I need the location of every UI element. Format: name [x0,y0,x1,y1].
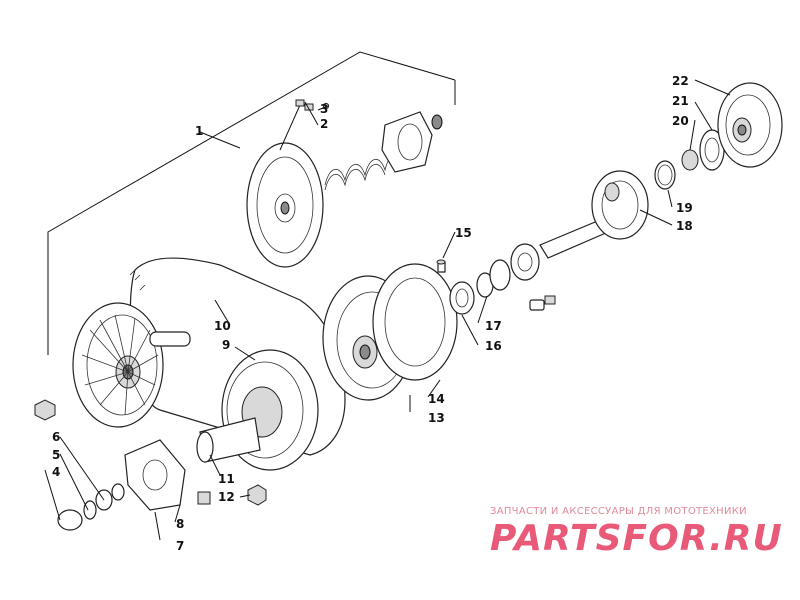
bolt [436,259,446,273]
label-15: 15 [455,226,472,240]
bolt-small [529,295,556,311]
label-22: 22 [672,74,689,88]
label-21: 21 [672,94,689,108]
driven-sheave [72,302,191,428]
leader-lines [44,79,731,541]
label-6: 6 [52,430,60,444]
label-11: 11 [218,472,235,486]
label-3: 3 [320,102,328,116]
watermark-logo: PARTSFOR.RU [490,518,783,559]
clutch-drum [717,82,783,168]
label-4: 4 [52,465,60,479]
secondary-clutch [322,263,458,401]
label-7: 7 [176,539,184,553]
label-18: 18 [676,219,693,233]
label-17: 17 [485,319,502,333]
assembly-bracket [47,51,456,355]
bearing [681,129,725,171]
label-14: 14 [428,392,445,406]
watermark-tagline: ЗАПЧАСТИ И АКСЕССУАРЫ ДЛЯ МОТОТЕХНИКИ [490,506,747,517]
label-20: 20 [672,114,689,128]
label-1: 1 [195,124,203,138]
label-10: 10 [214,319,231,333]
output-shaft [539,170,649,259]
label-2: 2 [320,117,328,131]
label-13: 13 [428,411,445,425]
label-9: 9 [222,338,230,352]
label-16: 16 [485,339,502,353]
spider-cover [381,111,443,173]
driven-clutch-inner [196,349,319,471]
part-labels: 1 2 3 4 5 6 7 8 9 10 11 12 13 14 15 16 1… [52,74,693,553]
bushing-rings [449,243,540,315]
label-5: 5 [52,448,60,462]
drive-sheave [246,104,324,268]
snap-ring [654,160,676,190]
label-19: 19 [676,201,693,215]
label-12: 12 [218,490,235,504]
nut-washer-set [34,399,267,531]
label-8: 8 [176,517,184,531]
